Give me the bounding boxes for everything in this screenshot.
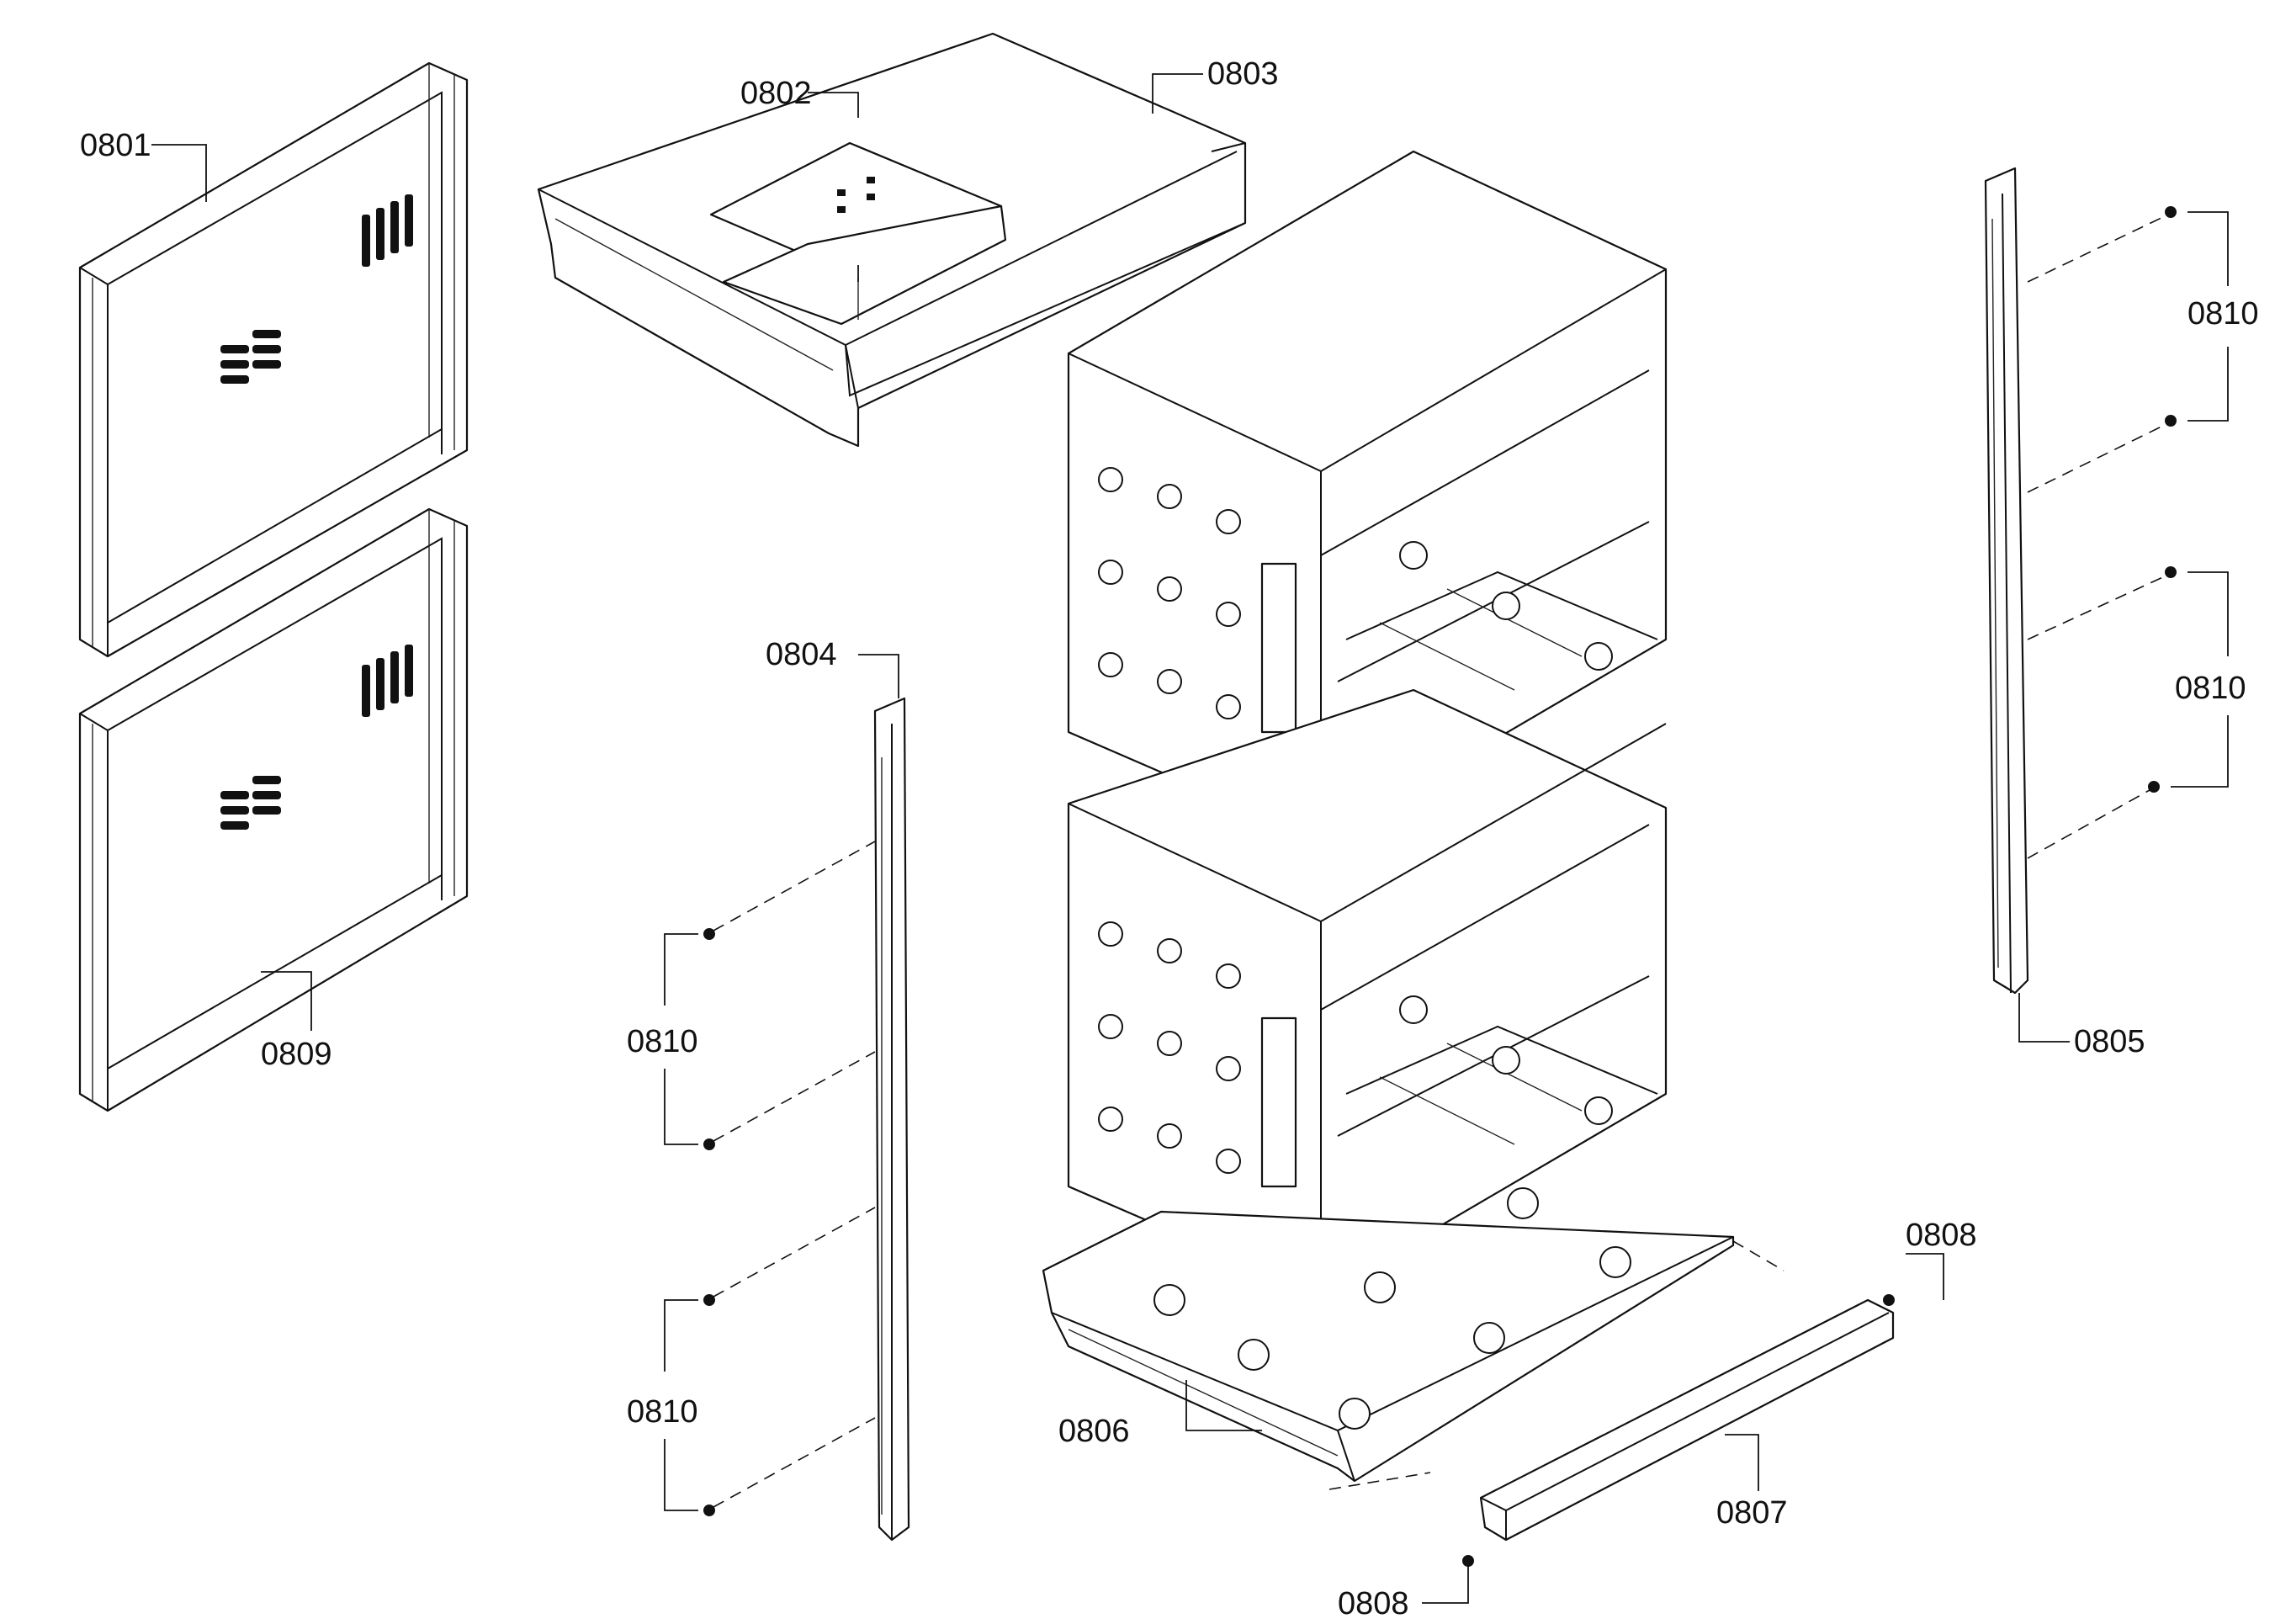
cavity-lower-holes: [1098, 921, 1613, 1174]
left-rail-0804[interactable]: [873, 697, 910, 1542]
callout-0805: 0805: [2074, 1024, 2145, 1059]
callout-0804: 0804: [766, 637, 837, 672]
base-tray-0806[interactable]: [1042, 1187, 1735, 1483]
callout-0810-right-upper: 0810: [2188, 296, 2259, 332]
oven-cavity-lower[interactable]: [1067, 688, 1668, 1298]
callout-0810-left-upper: 0810: [627, 1024, 698, 1059]
fastener-screws: [703, 206, 2177, 1567]
callout-labels: 0801 0802 0803 0804 0805 0806 0807 0808 …: [80, 56, 2259, 1621]
cavity-upper-holes: [1098, 467, 1613, 719]
callout-0808-top: 0808: [1906, 1218, 1977, 1253]
callout-0802: 0802: [740, 76, 812, 111]
assembly-dashed-lines: [713, 215, 2167, 1508]
side-panel-lower-0809[interactable]: [78, 507, 469, 1112]
heat-shield-0802[interactable]: [709, 141, 1007, 326]
callout-0801: 0801: [80, 128, 151, 163]
front-trim-0807[interactable]: [1479, 1298, 1895, 1542]
callout-0807: 0807: [1716, 1495, 1788, 1531]
oven-cavity-upper[interactable]: [1067, 150, 1668, 843]
right-rail-0805[interactable]: [1984, 167, 2029, 995]
leader-lines: [151, 73, 2229, 1604]
callout-0810-right-lower: 0810: [2175, 671, 2246, 706]
side-panel-upper-0801[interactable]: [78, 61, 469, 658]
base-tray-holes: [1153, 1187, 1631, 1430]
callout-0808-bottom: 0808: [1338, 1586, 1409, 1621]
callout-0809: 0809: [261, 1037, 332, 1072]
callout-0803: 0803: [1207, 56, 1279, 92]
callout-0806: 0806: [1058, 1414, 1130, 1449]
callout-0810-left-lower: 0810: [627, 1394, 698, 1430]
